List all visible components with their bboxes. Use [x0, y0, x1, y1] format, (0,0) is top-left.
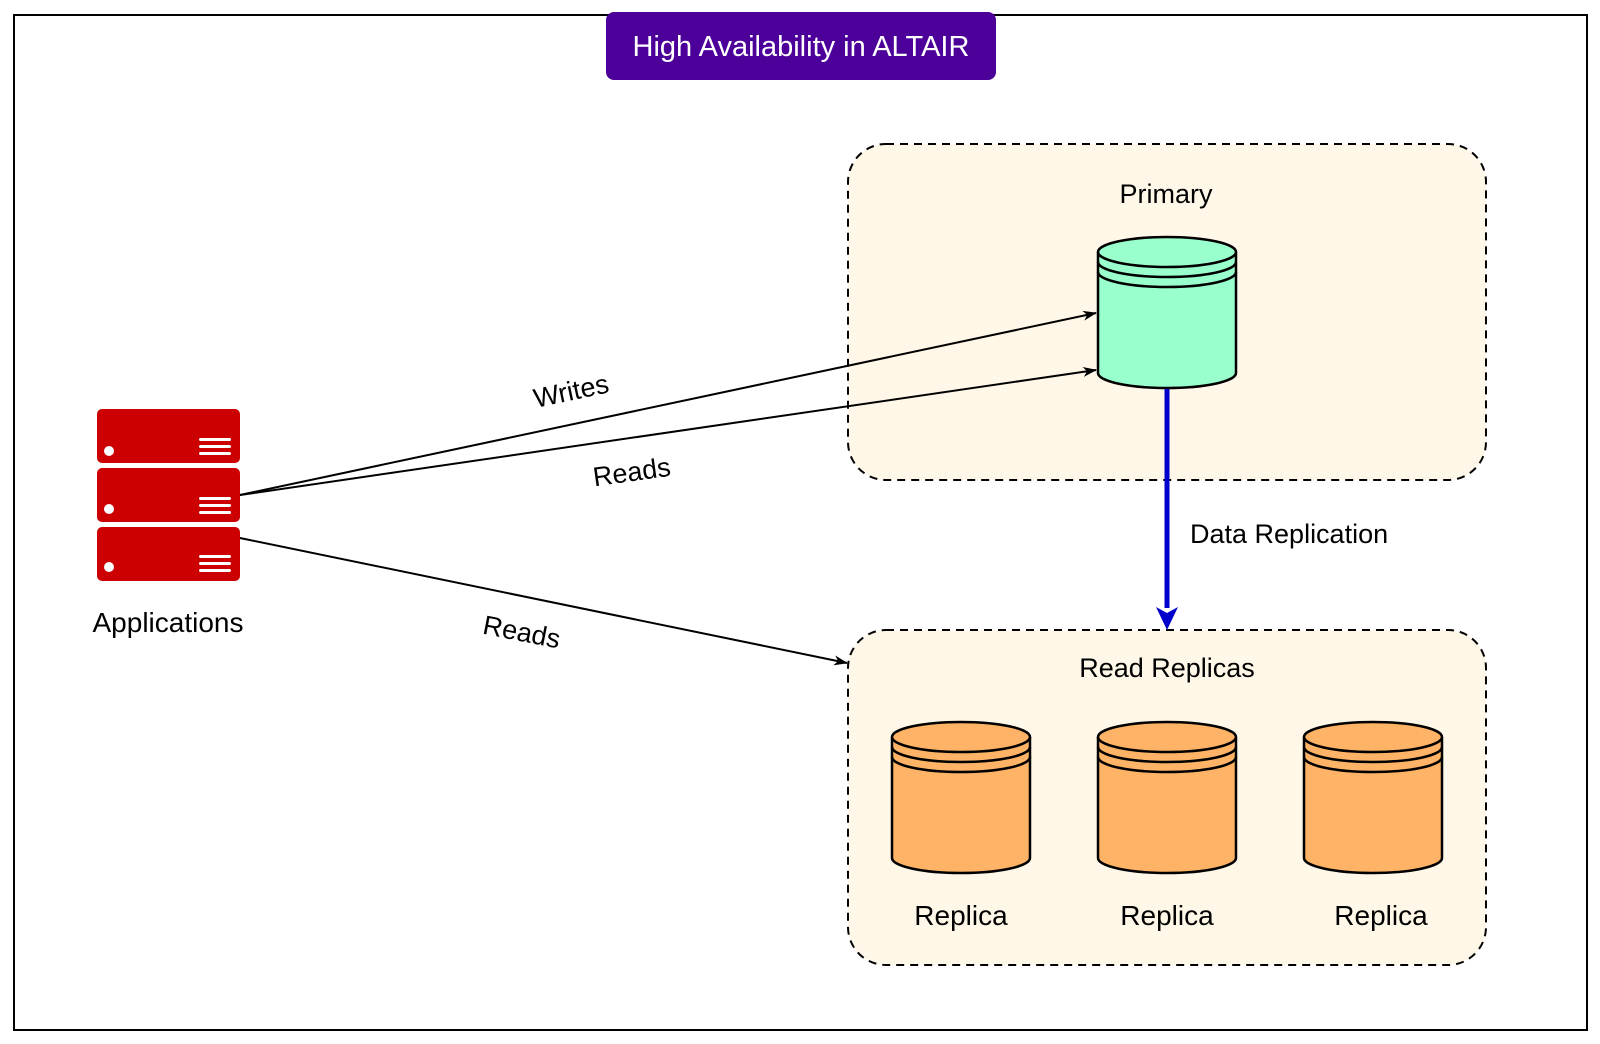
replica-label: Replica [1120, 900, 1214, 931]
replica-database-icon[interactable] [1302, 720, 1444, 875]
primary-database-icon[interactable] [1096, 235, 1238, 390]
writes-edge [239, 310, 1097, 496]
title-background [606, 12, 996, 80]
title-badge: High Availability in ALTAIR [606, 12, 996, 80]
data-replication-label: Data Replication [1190, 519, 1388, 549]
server-stack-icon [97, 409, 240, 581]
read-replicas-label: Read Replicas [1079, 653, 1255, 683]
primary-label: Primary [1120, 179, 1213, 209]
diagram-title: High Availability in ALTAIR [633, 31, 970, 63]
writes-label: Writes [531, 369, 612, 414]
replica-database-icon[interactable] [1096, 720, 1238, 875]
applications-node[interactable]: Applications [93, 409, 244, 638]
reads-primary-edge [239, 366, 1097, 496]
reads-replicas-label: Reads [481, 610, 563, 654]
read-replicas-group: Read Replicas Replica Replica Replica [847, 629, 1487, 966]
applications-label: Applications [93, 607, 244, 638]
replication-arrowhead [1156, 607, 1178, 630]
reads-replicas-edge [239, 537, 848, 666]
reads-primary-label: Reads [591, 452, 672, 493]
replica-database-icon[interactable] [890, 720, 1032, 875]
replica-label: Replica [1334, 900, 1428, 931]
replica-label: Replica [914, 900, 1008, 931]
